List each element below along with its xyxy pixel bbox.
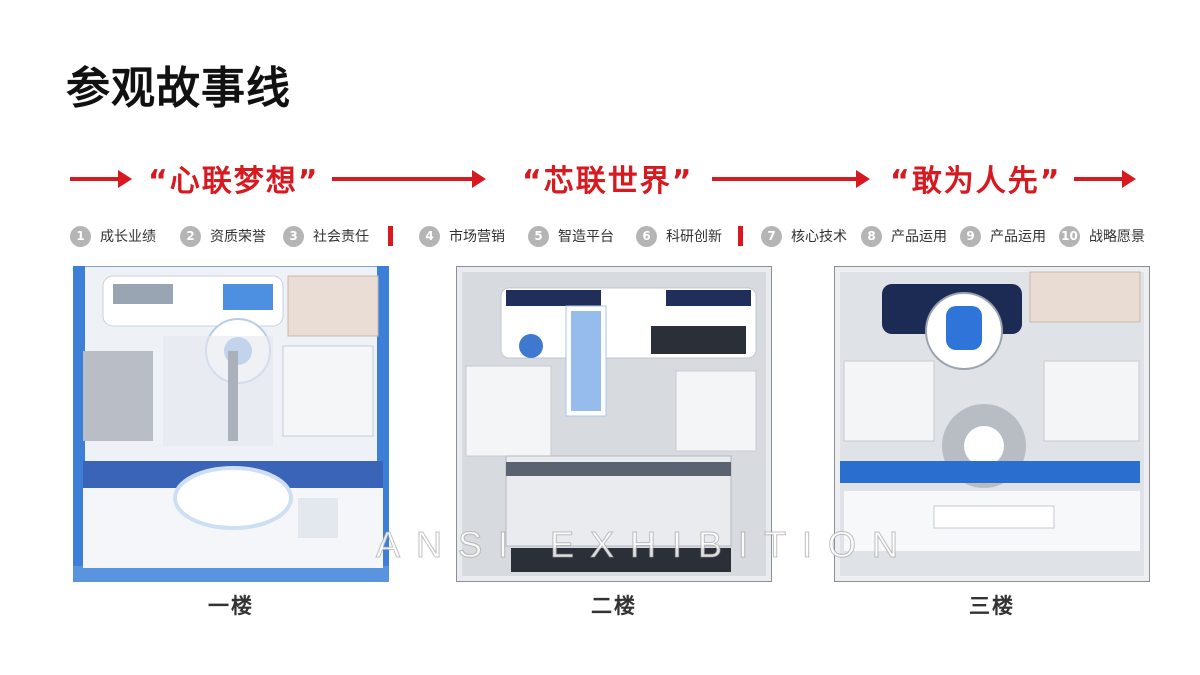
- floor-2-render: [456, 266, 772, 582]
- floor-1-render: [73, 266, 389, 582]
- section-separator: [738, 226, 743, 246]
- step-label: 科研创新: [666, 229, 722, 245]
- watermark-text: ANSI EXHIBITION: [375, 524, 915, 566]
- story-phase-row: “心联梦想” “芯联世界” “敢为人先”: [0, 150, 1200, 210]
- step-number-badge: 8: [861, 225, 882, 247]
- section-separator: [388, 226, 393, 246]
- step-label: 产品运用: [990, 229, 1046, 245]
- phase-1-title: “心联梦想”: [148, 164, 320, 199]
- step-item: 1 成长业绩: [70, 224, 156, 248]
- arrow-icon: [70, 170, 132, 188]
- step-label: 资质荣誉: [210, 229, 266, 245]
- floor-2-label: 二楼: [591, 594, 637, 618]
- floor-3-plan-image: [834, 266, 1150, 582]
- step-item: 7 核心技术: [761, 224, 847, 248]
- step-number-badge: 2: [180, 225, 201, 247]
- step-number-badge: 4: [419, 225, 440, 247]
- step-number-badge: 9: [960, 225, 981, 247]
- arrow-icon: [712, 170, 870, 188]
- step-item: 4 市场营销: [419, 224, 505, 248]
- step-item: 6 科研创新: [636, 224, 722, 248]
- step-item: 9 产品运用: [960, 224, 1046, 248]
- step-number-badge: 10: [1059, 225, 1080, 247]
- step-label: 市场营销: [449, 229, 505, 245]
- floor-1-label: 一楼: [208, 594, 254, 618]
- phase-2-title: “芯联世界”: [522, 164, 694, 199]
- step-number-badge: 5: [528, 225, 549, 247]
- step-label: 智造平台: [558, 229, 614, 245]
- step-item: 3 社会责任: [283, 224, 369, 248]
- step-label: 成长业绩: [100, 229, 156, 245]
- step-label: 战略愿景: [1089, 229, 1145, 245]
- step-number-badge: 3: [283, 225, 304, 247]
- page-title: 参观故事线: [66, 63, 291, 114]
- step-label: 产品运用: [891, 229, 947, 245]
- floor-2-plan-image: [456, 266, 772, 582]
- floor-3-label: 三楼: [969, 594, 1015, 618]
- floor-3-render: [834, 266, 1150, 582]
- story-steps: 1 成长业绩 2 资质荣誉 3 社会责任 4 市场营销 5 智造平台 6 科研创…: [0, 224, 1200, 250]
- step-number-badge: 6: [636, 225, 657, 247]
- phase-3-title: “敢为人先”: [890, 164, 1062, 199]
- floor-1-plan-image: [73, 266, 389, 582]
- step-label: 核心技术: [791, 229, 847, 245]
- step-label: 社会责任: [313, 229, 369, 245]
- step-item: 10 战略愿景: [1059, 224, 1145, 248]
- arrow-icon: [1074, 170, 1136, 188]
- step-number-badge: 1: [70, 225, 91, 247]
- step-item: 8 产品运用: [861, 224, 947, 248]
- step-number-badge: 7: [761, 225, 782, 247]
- arrow-icon: [332, 170, 486, 188]
- step-item: 2 资质荣誉: [180, 224, 266, 248]
- step-item: 5 智造平台: [528, 224, 614, 248]
